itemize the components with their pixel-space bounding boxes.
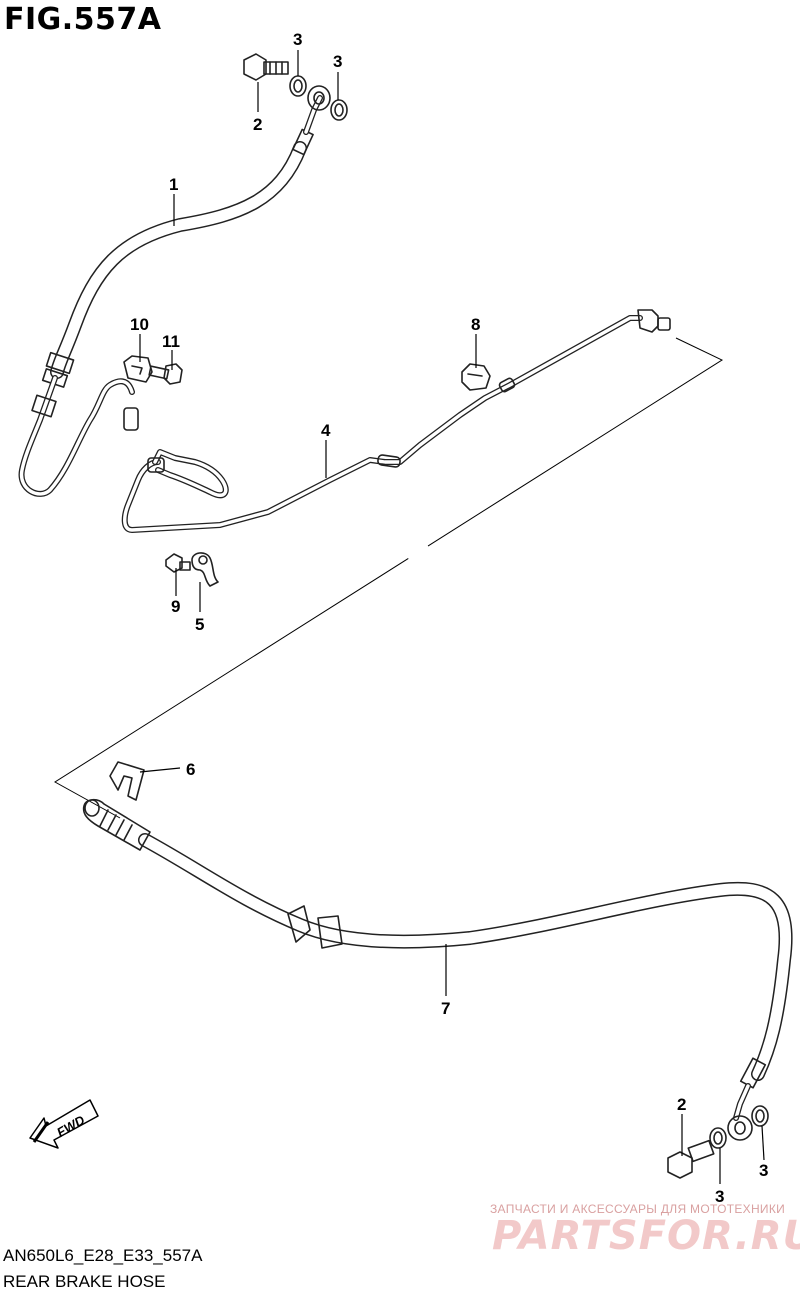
watermark-subtitle: ЗАПЧАСТИ И АКСЕССУАРЫ ДЛЯ МОТОТЕХНИКИ <box>490 1202 786 1216</box>
upper-brake-hose[interactable] <box>18 95 323 497</box>
lower-washer-a-hole <box>713 1131 723 1145</box>
lower-washer-b-hole <box>755 1109 765 1123</box>
callout-5: 5 <box>195 615 204 634</box>
callout-3-upper-b: 3 <box>333 52 342 71</box>
lower-washer-a[interactable] <box>709 1127 727 1149</box>
upper-washer-b[interactable] <box>330 99 348 121</box>
callout-1: 1 <box>169 175 178 194</box>
fwd-arrow-icon: FWD <box>29 1099 99 1149</box>
pipe-clamp[interactable] <box>191 552 219 587</box>
upper-banjo-bolt[interactable] <box>243 53 289 81</box>
clamp-bolt[interactable] <box>165 553 191 573</box>
upper-washer-a-hole <box>293 79 303 93</box>
rear-brake-pipe[interactable] <box>121 309 671 533</box>
callout-2-upper: 2 <box>253 115 262 134</box>
figure-name: REAR BRAKE HOSE <box>3 1272 166 1291</box>
assembly-frame-line <box>54 337 724 819</box>
callout-6: 6 <box>186 760 195 779</box>
leader-3-lower-b <box>761 1125 765 1161</box>
leader-6 <box>139 767 181 773</box>
callout-3-lower-b: 3 <box>759 1161 768 1180</box>
bracket-bolt[interactable] <box>148 363 183 385</box>
callout-2-lower: 2 <box>677 1095 686 1114</box>
figure-model-code: AN650L6_E28_E33_557A <box>3 1246 203 1265</box>
watermark-logo: PARTSFOR.RU <box>492 1213 800 1259</box>
upper-banjo-fitting <box>307 85 331 111</box>
pipe-grommet[interactable] <box>461 363 491 391</box>
callout-7: 7 <box>441 999 450 1018</box>
upper-washer-b-hole <box>334 103 344 117</box>
lower-banjo-fitting <box>727 1115 753 1141</box>
callout-8: 8 <box>471 315 480 334</box>
callout-9: 9 <box>171 597 180 616</box>
callout-3-upper-a: 3 <box>293 30 302 49</box>
lower-brake-hose[interactable] <box>82 798 793 1121</box>
figure-title: FIG.557A <box>4 2 162 37</box>
lower-washer-b[interactable] <box>751 1105 769 1127</box>
hose-clip[interactable] <box>109 761 145 801</box>
lower-banjo-bolt[interactable] <box>667 1139 715 1179</box>
callout-3-lower-a: 3 <box>715 1187 724 1206</box>
assembly-frame-gap <box>406 544 430 560</box>
callout-11: 11 <box>162 332 180 351</box>
upper-washer-a[interactable] <box>289 75 307 97</box>
hose-bracket[interactable] <box>123 355 153 383</box>
callout-4: 4 <box>321 421 331 440</box>
callout-10: 10 <box>130 315 149 334</box>
